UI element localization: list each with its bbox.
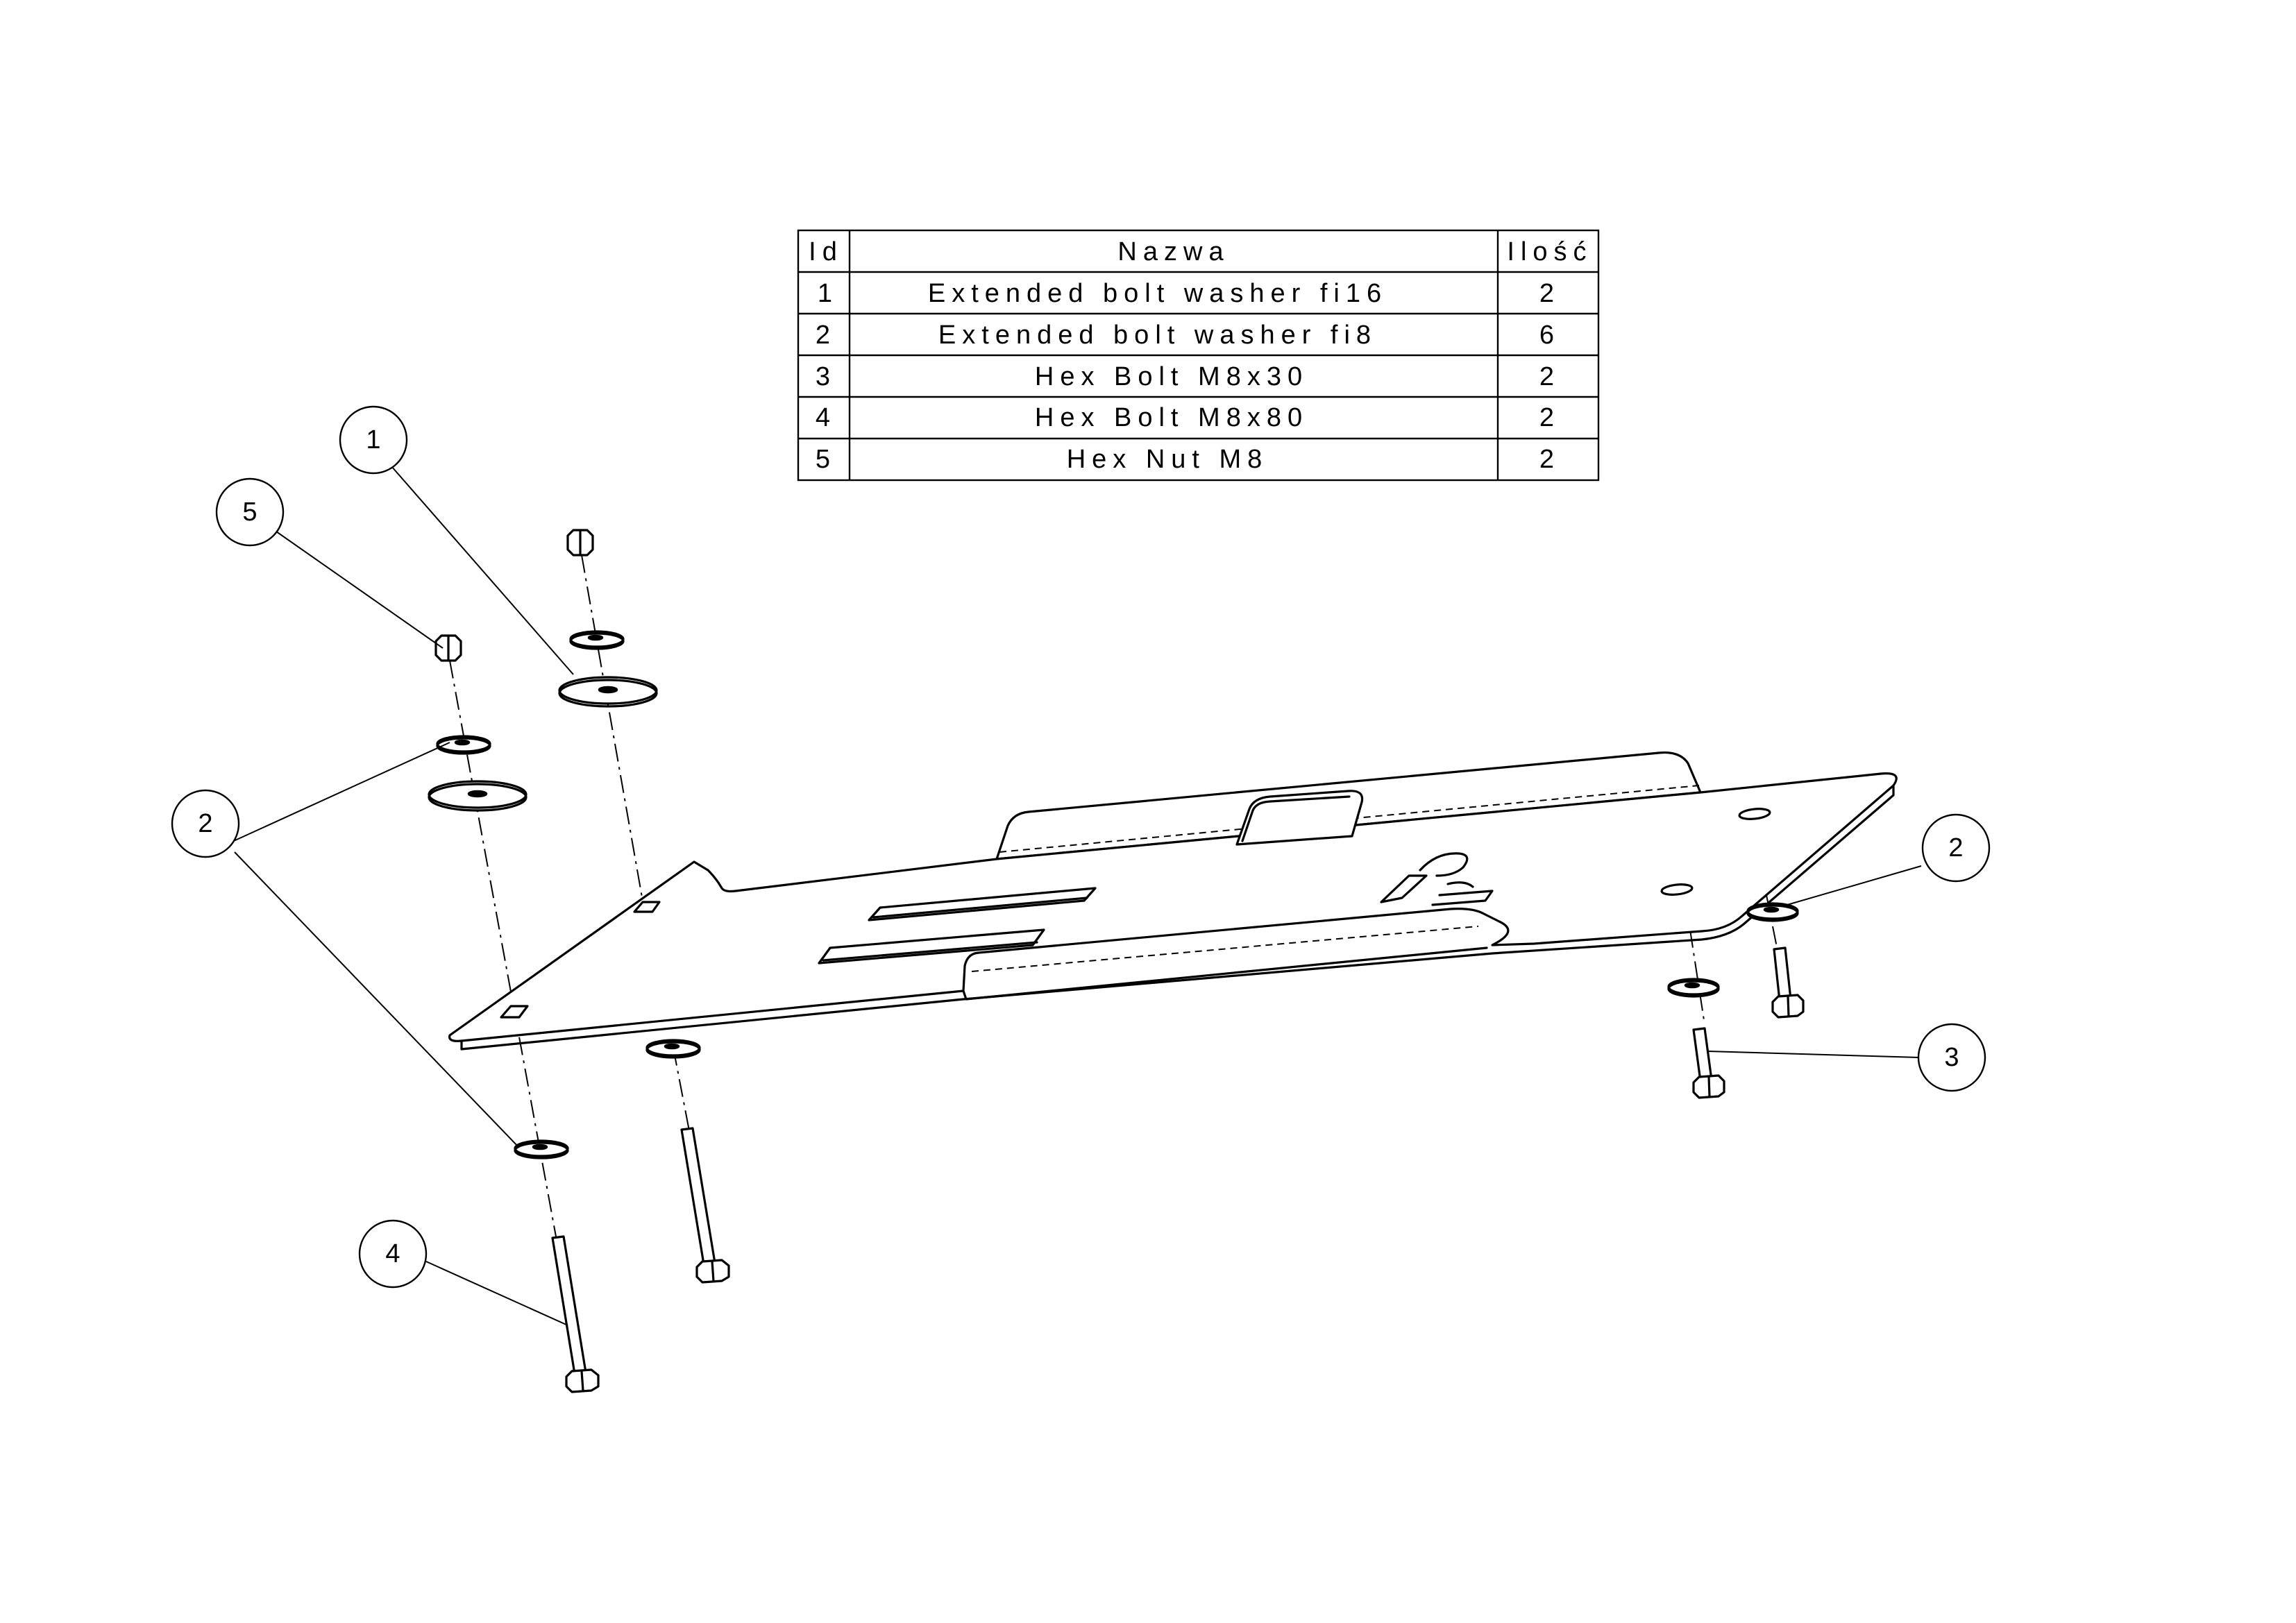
bom-row-5-id: 5	[816, 445, 836, 474]
balloon-1: 1	[339, 405, 408, 475]
balloon-3: 3	[1917, 1023, 1986, 1092]
washer-fi8-lower-middle	[645, 1039, 701, 1059]
bom-row-3-qty: 2	[1539, 362, 1560, 391]
bom-header-name: Nazwa	[1117, 237, 1229, 266]
washer-fi8-lower-right-1	[1667, 978, 1720, 998]
balloon-2-left: 2	[171, 789, 240, 858]
washer-fi16-upper-left	[428, 780, 527, 812]
bom-row-4-id: 4	[816, 403, 836, 432]
bom-row-4-name: Hex Bolt M8x80	[1035, 403, 1308, 432]
washer-fi8-upper-middle	[569, 630, 625, 650]
plate-outline	[448, 772, 1898, 1042]
bom-row-5-name: Hex Nut M8	[1067, 445, 1269, 474]
balloon-2-right-label: 2	[1948, 833, 1963, 863]
washer-fi8-lower-right-2	[1746, 902, 1799, 922]
bom-header-qty: Ilość	[1507, 237, 1592, 266]
balloon-1-label: 1	[366, 425, 380, 454]
hex-bolt-m8x80-middle	[680, 1127, 730, 1284]
balloon-5: 5	[215, 477, 285, 547]
hex-bolt-m8x30-right-2	[1771, 946, 1805, 1019]
hex-bolt-m8x30-right-1	[1692, 1027, 1725, 1099]
bom-row-1-qty: 2	[1539, 279, 1560, 308]
bom-row-5-qty: 2	[1539, 445, 1560, 474]
bom-row-2-id: 2	[816, 321, 836, 350]
bom-row-2-qty: 6	[1539, 321, 1560, 350]
skid-plate	[448, 751, 1898, 1051]
balloon-4-label: 4	[385, 1239, 400, 1268]
bom-row-2-name: Extended bolt washer fi8	[938, 321, 1377, 350]
bom-table: Id Nazwa Ilość 1 Extended bolt washer fi…	[797, 229, 1600, 482]
bom-row-1-name: Extended bolt washer fi16	[928, 279, 1387, 308]
hex-nut-upper-left	[434, 634, 462, 662]
bom-row-1-id: 1	[818, 279, 838, 308]
bom-row-4-qty: 2	[1539, 403, 1560, 432]
balloon-3-label: 3	[1944, 1043, 1959, 1072]
bom-row-3-name: Hex Bolt M8x30	[1035, 362, 1308, 391]
balloon-5-label: 5	[242, 498, 257, 527]
washer-fi8-lower-left	[514, 1139, 569, 1159]
washer-fi16-upper-middle	[558, 676, 658, 708]
bom-header-id: Id	[809, 237, 843, 266]
bom-row-3-id: 3	[816, 362, 836, 391]
hex-bolt-m8x80-left	[551, 1235, 600, 1393]
balloon-2-right: 2	[1921, 813, 1991, 883]
washer-fi8-upper-left	[436, 735, 491, 755]
leader-lines	[228, 466, 1922, 1326]
logo-mark	[1380, 852, 1494, 906]
balloon-4: 4	[358, 1219, 428, 1289]
hex-nut-upper-middle	[566, 529, 594, 556]
balloon-2-left-label: 2	[198, 809, 212, 838]
